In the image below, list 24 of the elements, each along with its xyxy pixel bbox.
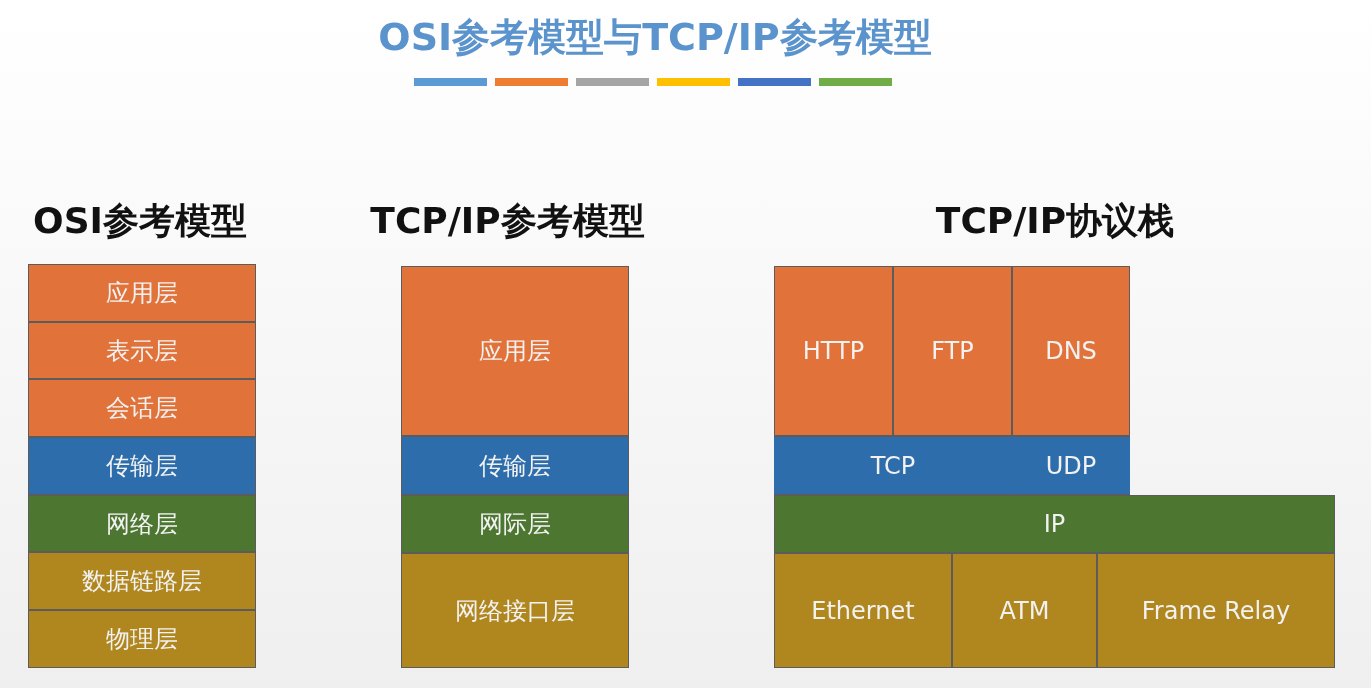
- layer-box: DNS: [1012, 266, 1130, 436]
- layer-box: UDP: [1012, 436, 1130, 495]
- layer-box: ATM: [952, 553, 1097, 668]
- layer-box: 网络层: [28, 495, 256, 552]
- layer-box: 传输层: [401, 436, 629, 495]
- layer-box: 数据链路层: [28, 552, 256, 610]
- layer-box: 物理层: [28, 610, 256, 668]
- stack-heading: TCP/IP参考模型: [369, 199, 646, 243]
- layer-box: HTTP: [774, 266, 893, 436]
- layer-box: 会话层: [28, 379, 256, 437]
- layer-box: 网络接口层: [401, 553, 629, 668]
- stack-heading: OSI参考模型: [32, 199, 248, 243]
- layer-box: Frame Relay: [1097, 553, 1335, 668]
- layer-box: 应用层: [28, 264, 256, 322]
- layer-box: Ethernet: [774, 553, 952, 668]
- layer-box: 应用层: [401, 266, 629, 436]
- title: OSI参考模型与TCP/IP参考模型: [377, 14, 933, 61]
- layer-box: 表示层: [28, 322, 256, 379]
- layer-box: 网际层: [401, 495, 629, 553]
- layer-box: 传输层: [28, 437, 256, 495]
- layer-box: IP: [774, 495, 1335, 553]
- layer-box: TCP: [774, 436, 1012, 495]
- layer-box: FTP: [893, 266, 1012, 436]
- stack-heading: TCP/IP协议栈: [934, 199, 1176, 243]
